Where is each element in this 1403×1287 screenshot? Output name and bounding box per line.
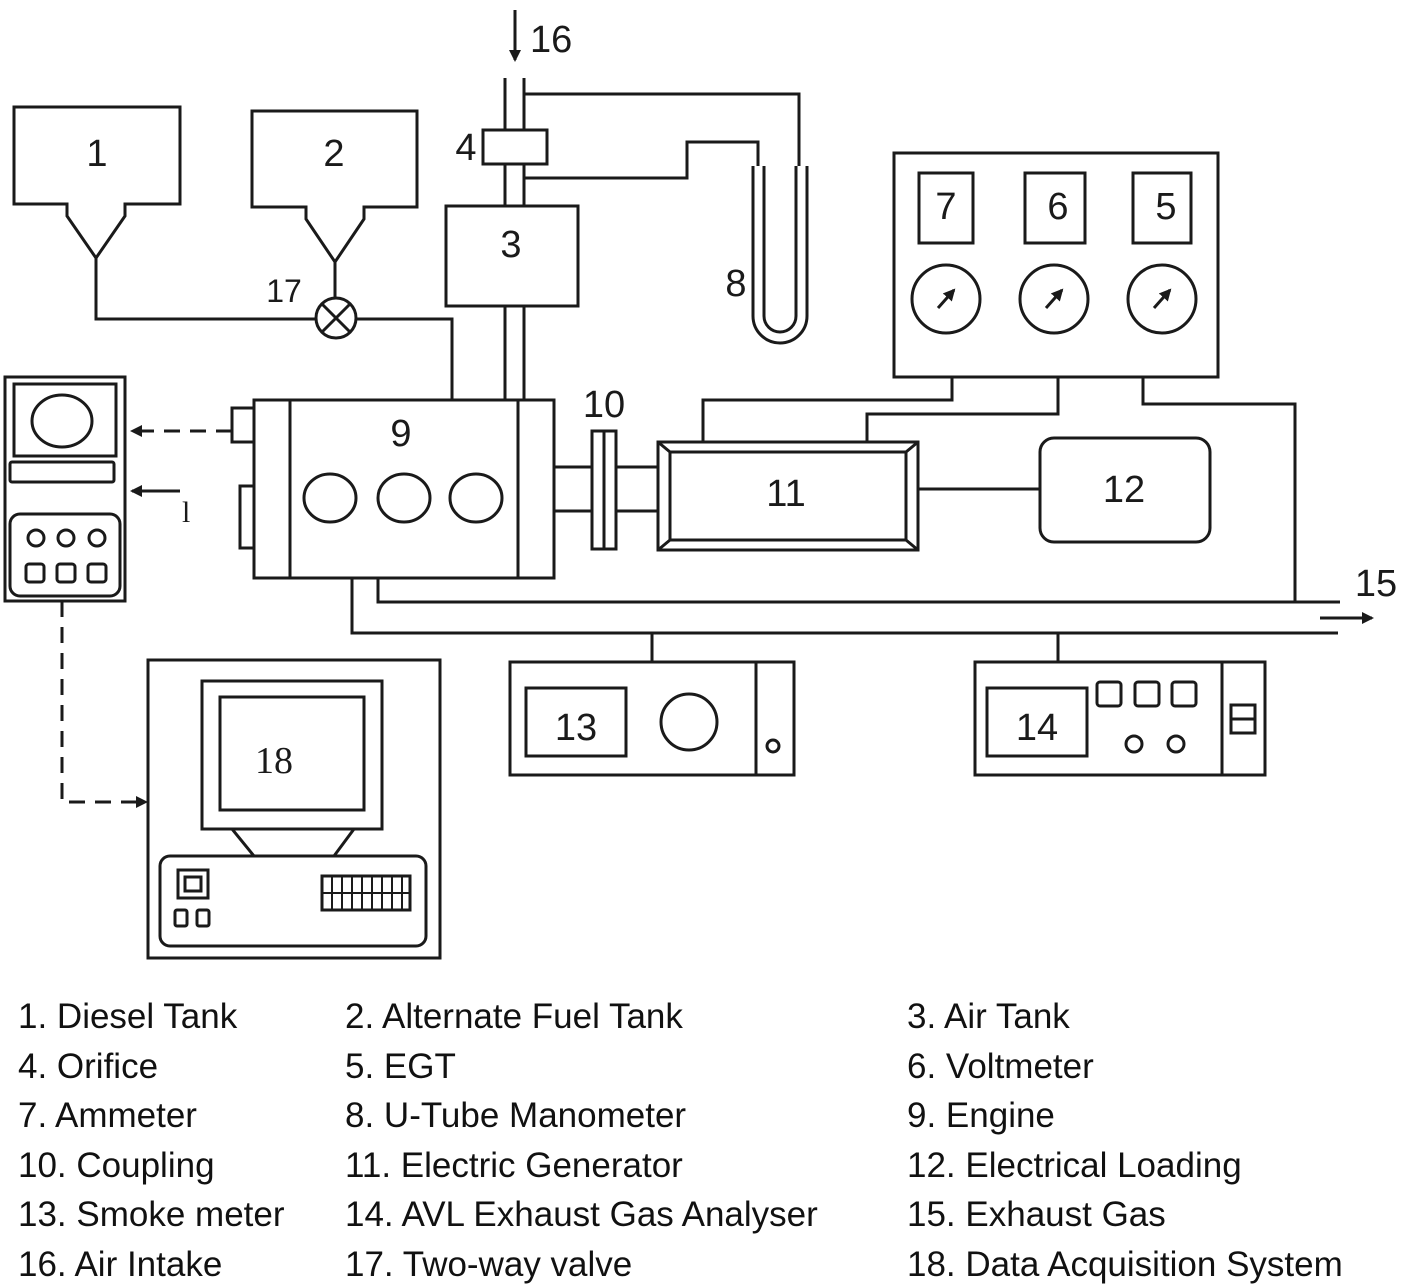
air-pipe [503,78,526,400]
legend-item: 12. Electrical Loading [907,1146,1242,1185]
label-4: 4 [455,127,476,169]
label-9: 9 [390,413,411,455]
legend-item: 16. Air Intake [18,1245,223,1284]
label-11: 11 [766,473,805,515]
label-13: 13 [555,707,597,749]
legend-item: 4. Orifice [18,1047,159,1086]
sensor-mark: l [182,496,190,529]
air-tank: 3 [444,204,580,308]
label-5: 5 [1155,186,1176,228]
legend-item: 15. Exhaust Gas [907,1195,1166,1234]
label-10: 10 [583,384,625,426]
two-way-valve: 17 [266,273,358,340]
label-17: 17 [266,273,302,309]
coupling: 10 [554,384,658,551]
legend-item: 3. Air Tank [907,997,1070,1036]
sensor-unit [3,375,127,603]
label-14: 14 [1016,707,1058,749]
monitor-stand [228,827,357,858]
legend-item: 7. Ammeter [18,1096,197,1135]
label-2: 2 [323,133,344,175]
exhaust-pipe: 15 [350,563,1397,662]
voltmeter-gauge-icon [1018,263,1090,335]
label-15: 15 [1355,563,1397,605]
legend-item: 14. AVL Exhaust Gas Analyser [345,1195,818,1234]
label-3: 3 [500,224,521,266]
egt-display [1131,171,1193,245]
legend: 1. Diesel Tank 2. Alternate Fuel Tank 3. A… [0,995,1403,1287]
label-18: 18 [255,740,293,782]
legend-item: 6. Voltmeter [907,1047,1094,1086]
legend-item: 2. Alternate Fuel Tank [345,997,683,1036]
alternate-fuel-tank: 2 [250,109,419,265]
engine-sensor-top [230,406,256,444]
smoke-meter-knob [659,692,719,752]
diesel-tank: 1 [12,105,182,261]
label-6: 6 [1047,186,1068,228]
orifice: 4 [455,127,549,169]
ammeter-gauge-icon [910,263,982,335]
engine: 9 l [182,398,556,580]
legend-item: 13. Smoke meter [18,1195,285,1234]
air-intake: 16 [509,10,572,62]
analyser-display [985,686,1089,758]
u-tube-manometer: 8 [725,166,809,345]
engine-sensor-bottom [238,484,256,550]
smoke-meter: 13 [508,660,796,777]
legend-item: 5. EGT [345,1047,456,1086]
fuel-lines [94,258,454,400]
legend-item: 8. U-Tube Manometer [345,1096,687,1135]
signal-lines [60,425,232,808]
ammeter-display [917,171,975,245]
egt-gauge-icon [1126,263,1198,335]
electric-generator: 11 [656,440,920,552]
legend-item: 1. Diesel Tank [18,997,238,1036]
experimental-setup-diagram: 1 2 17 16 4 [3,10,1397,960]
legend-item: 9. Engine [907,1096,1055,1135]
legend-item: 10. Coupling [18,1146,215,1185]
data-acquisition-system: 18 [146,658,442,960]
label-1: 1 [86,133,107,175]
avl-exhaust-gas-analyser: 14 [973,660,1267,777]
voltmeter-display [1023,171,1087,245]
meter-wires [701,377,1297,601]
electrical-loading: 12 [1038,436,1212,544]
legend-item: 18. Data Acquisition System [907,1245,1343,1284]
label-8: 8 [725,263,746,305]
label-7: 7 [935,186,956,228]
label-12: 12 [1103,469,1145,511]
smoke-meter-display [524,686,628,758]
manometer-tubing [524,92,801,180]
meter-panel: 7 6 5 [892,151,1220,379]
legend-item: 17. Two-way valve [345,1245,633,1284]
legend-item: 11. Electric Generator [345,1146,683,1185]
label-16: 16 [530,19,572,61]
